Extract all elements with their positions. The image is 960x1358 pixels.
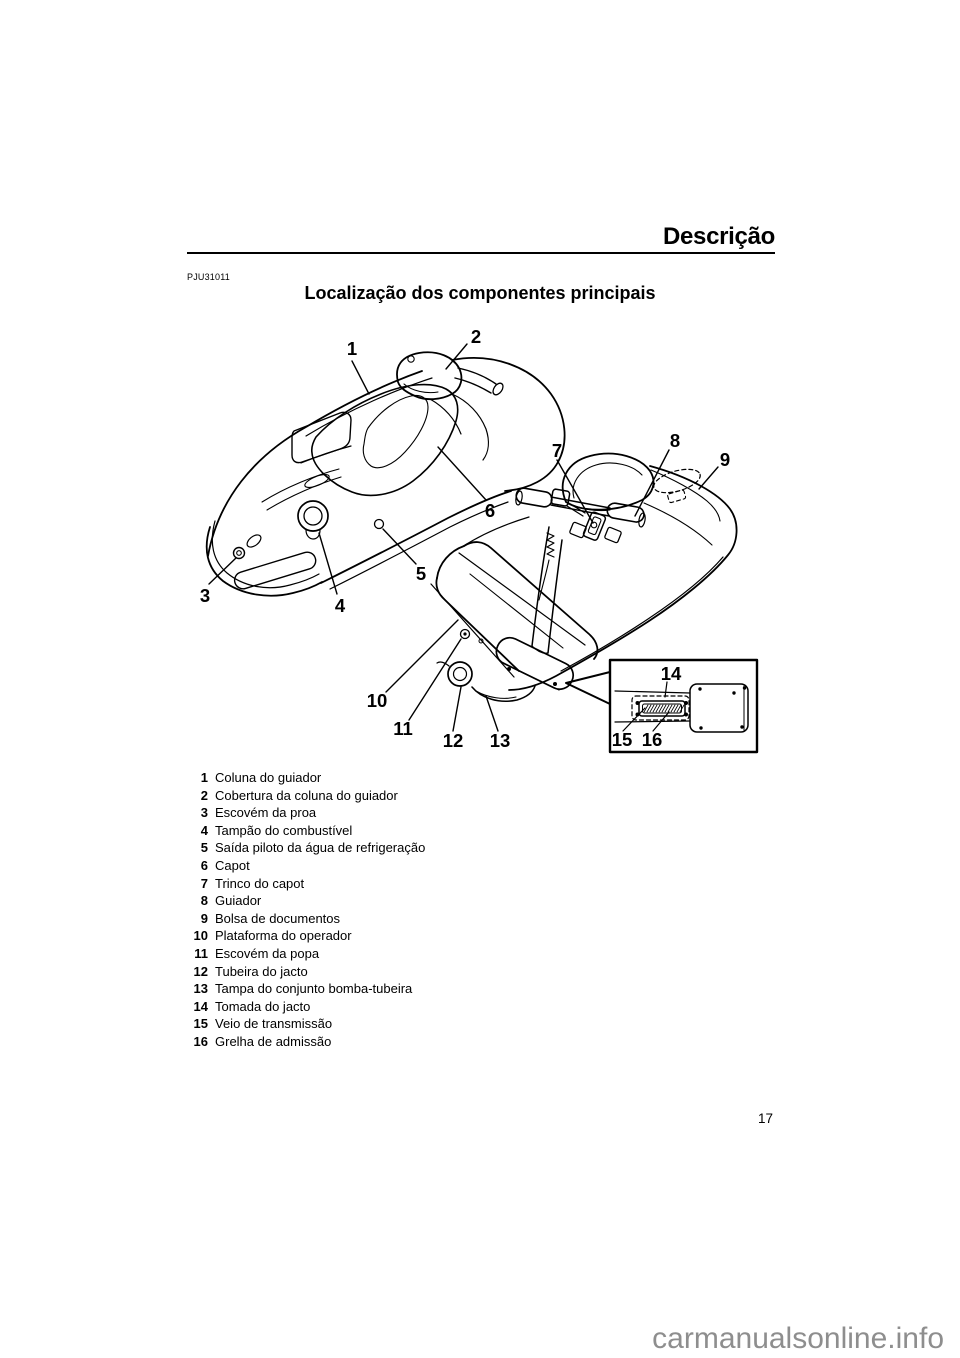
callout-number: 2: [471, 326, 481, 347]
pump-cover: [471, 685, 536, 702]
pump-plate: [689, 683, 749, 733]
legend-item-label: Guiador: [215, 893, 262, 909]
legend-item: 6 Capot: [187, 857, 425, 875]
legend-item: 7 Trinco do capot: [187, 875, 425, 893]
legend-item: 13 Tampa do conjunto bomba-tubeira: [187, 980, 425, 998]
legend-item: 2 Cobertura da coluna do guiador: [187, 787, 425, 805]
steering-column: [531, 526, 563, 654]
legend-item-number: 9: [200, 910, 208, 926]
legend-item: 10 Plataforma do operador: [187, 927, 425, 945]
legend-item: 4 Tampão do combustível: [187, 822, 425, 840]
legend-item-number: 3: [200, 805, 208, 821]
pilot-water-outlet: [373, 518, 385, 530]
callout-numbers: 1 2 3 4 5 6 7 8 9 10 11 12 13 14 15 16: [200, 326, 730, 751]
callout-number: 1: [347, 338, 357, 359]
legend-item: 12 Tubeira do jacto: [187, 963, 425, 981]
legend-item-label: Veio de transmissão: [215, 1016, 333, 1032]
legend-item-label: Tubeira do jacto: [215, 963, 308, 979]
legend-item-number: 10: [193, 928, 208, 944]
legend-item-number: 5: [200, 840, 208, 856]
legend-item-number: 15: [193, 1016, 208, 1032]
rear-view-drawing: [430, 452, 738, 702]
legend-item: 3 Escovém da proa: [187, 804, 425, 822]
intake-grate: [635, 700, 688, 717]
legend-item-number: 13: [193, 981, 208, 997]
legend-item: 5 Saída piloto da água de refrigeração: [187, 839, 426, 857]
front-view-drawing: [205, 351, 566, 597]
legend-item: 9 Bolsa de documentos: [187, 910, 425, 928]
hood-latch: [569, 511, 622, 544]
callout-number: 15: [612, 729, 633, 750]
legend-item: 14 Tomada do jacto: [187, 998, 425, 1016]
callout-number: 8: [670, 430, 680, 451]
page-title: Localização dos componentes principais: [304, 283, 656, 303]
main-components-diagram: 1 2 3 4 5 6 7 8 9 10 11 12 13 14 15 16: [200, 326, 759, 754]
side-stripe: [261, 468, 342, 511]
callout-number: 10: [367, 690, 388, 711]
legend-item-number: 14: [193, 998, 208, 1014]
callout-number: 11: [393, 718, 413, 739]
engine-hood: [310, 383, 459, 497]
legend-item-label: Bolsa de documentos: [215, 910, 341, 926]
watermark: carmanualsonline.info: [652, 1322, 944, 1355]
callout-number: 6: [485, 500, 495, 521]
front-hatch: [291, 411, 352, 464]
operator-platform: [430, 516, 599, 678]
legend-item-label: Escovém da popa: [215, 945, 320, 961]
legend-item-number: 12: [193, 963, 208, 979]
stern-eyelet: [459, 628, 484, 644]
legend-item-label: Grelha de admissão: [215, 1033, 332, 1049]
bow-bumper: [205, 520, 323, 597]
legend-item-number: 11: [194, 945, 208, 961]
legend-item-number: 7: [200, 875, 208, 891]
component-legend: 1 Coluna do guiador 2 Cobertura da coluna …: [187, 769, 426, 1051]
page-number: 17: [757, 1111, 773, 1126]
callout-number: 7: [552, 440, 562, 461]
callout-number: 3: [200, 585, 210, 606]
legend-item-label: Coluna do guiador: [215, 770, 322, 785]
legend-item: 8 Guiador: [187, 892, 425, 910]
header-rule: [187, 252, 775, 255]
callout-number: 16: [642, 729, 663, 750]
legend-item-number: 8: [200, 893, 208, 909]
legend-item: 15 Veio de transmissão: [187, 1015, 425, 1033]
documents-bag: [653, 468, 701, 504]
legend-item-label: Cobertura da coluna do guiador: [215, 787, 398, 803]
callout-number: 9: [720, 449, 730, 470]
callout-number: 5: [416, 563, 426, 584]
legend-item-label: Capot: [215, 857, 250, 873]
legend-item-number: 16: [193, 1033, 208, 1049]
callout-number: 4: [335, 595, 346, 616]
legend-item-label: Tomada do jacto: [215, 998, 311, 1014]
jet-intake-outline: [631, 695, 690, 721]
legend-item-label: Escovém da proa: [215, 805, 317, 821]
legend-item-number: 4: [200, 822, 208, 838]
legend-item-number: 2: [200, 787, 208, 803]
front-handlebar: [454, 367, 504, 396]
legend-item: 11 Escovém da popa: [187, 945, 425, 963]
legend-item-label: Saída piloto da água de refrigeração: [215, 840, 426, 856]
legend-item-label: Tampa do conjunto bomba-tubeira: [215, 981, 413, 997]
bow-eyelet: [232, 534, 262, 560]
inset-pointer: [565, 671, 611, 705]
legend-item-number: 1: [200, 770, 208, 785]
callout-number: 14: [661, 663, 682, 684]
paragraph-code: PJU31011: [187, 272, 230, 282]
jet-intake-inset: [565, 658, 759, 754]
section-title: Descrição: [662, 223, 775, 250]
legend-item-label: Tampão do combustível: [215, 822, 353, 838]
legend-item-number: 6: [200, 857, 208, 873]
legend-item-label: Plataforma do operador: [215, 928, 352, 944]
legend-item: 16 Grelha de admissão: [187, 1033, 425, 1051]
callout-number: 12: [443, 730, 464, 751]
callout-leader-lines: [208, 343, 719, 732]
legend-item: 1 Coluna do guiador: [187, 769, 425, 787]
jet-nozzle: [436, 661, 473, 687]
fuel-cap: [297, 500, 329, 540]
legend-item-label: Trinco do capot: [215, 875, 305, 891]
callout-number: 13: [490, 730, 511, 751]
